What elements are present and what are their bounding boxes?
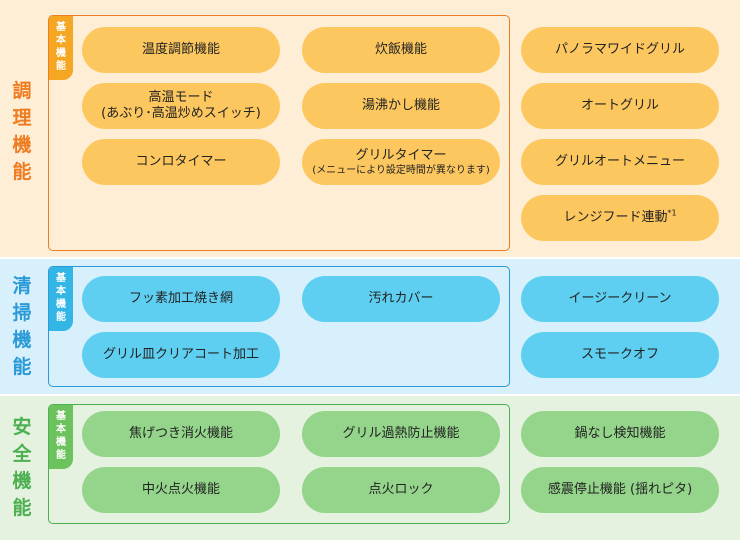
feature-medium-flame-ignition: 中火点火機能 — [82, 467, 280, 513]
feature-smoke-off: スモークオフ — [521, 332, 719, 378]
cooking-basic-box: 基本 機能 — [48, 15, 510, 251]
feature-auto-grill: オートグリル — [521, 83, 719, 129]
feature-easy-clean: イージークリーン — [521, 276, 719, 322]
feature-rice-cooking: 炊飯機能 — [302, 27, 500, 73]
feature-grill-overheat-prevention: グリル過熱防止機能 — [302, 411, 500, 457]
feature-high-temp-mode: 高温モード (あぶり･高温炒めスイッチ) — [82, 83, 280, 129]
feature-ignition-lock: 点火ロック — [302, 467, 500, 513]
cleaning-section: 清 掃 機 能 基本 機能 フッ素加工焼き網 グリル皿クリアコート加工 汚れカバ… — [0, 259, 740, 394]
safety-section: 安 全 機 能 基本 機能 焦げつき消火機能 中火点火機能 グリル過熱防止機能 … — [0, 396, 740, 540]
safety-title: 安 全 機 能 — [12, 416, 32, 519]
cleaning-basic-tag: 基本 機能 — [49, 267, 73, 331]
footnote-mark: *1 — [667, 208, 677, 218]
feature-grill-timer: グリルタイマー (メニューにより設定時間が異なります) — [302, 139, 500, 185]
feature-range-hood-link: レンジフード連動*1 — [521, 195, 719, 241]
feature-seismic-stop: 感震停止機能 (揺れピタ) — [521, 467, 719, 513]
feature-clear-coat-grill-pan: グリル皿クリアコート加工 — [82, 332, 280, 378]
feature-fluorine-grill-net: フッ素加工焼き網 — [82, 276, 280, 322]
safety-basic-tag: 基本 機能 — [49, 405, 73, 469]
feature-dirt-cover: 汚れカバー — [302, 276, 500, 322]
cleaning-basic-box: 基本 機能 — [48, 266, 510, 387]
feature-grill-auto-menu: グリルオートメニュー — [521, 139, 719, 185]
feature-panorama-wide-grill: パノラマワイドグリル — [521, 27, 719, 73]
cooking-title: 調 理 機 能 — [12, 80, 32, 183]
feature-no-pan-detection: 鍋なし検知機能 — [521, 411, 719, 457]
cooking-section: 調 理 機 能 基本 機能 温度調節機能 高温モード (あぶり･高温炒めスイッチ… — [0, 0, 740, 257]
feature-scorch-extinguish: 焦げつき消火機能 — [82, 411, 280, 457]
feature-water-boiling: 湯沸かし機能 — [302, 83, 500, 129]
feature-temperature-control: 温度調節機能 — [82, 27, 280, 73]
cooking-basic-tag: 基本 機能 — [49, 16, 73, 80]
safety-basic-box: 基本 機能 — [48, 404, 510, 524]
cleaning-title: 清 掃 機 能 — [12, 275, 32, 378]
feature-stove-timer: コンロタイマー — [82, 139, 280, 185]
